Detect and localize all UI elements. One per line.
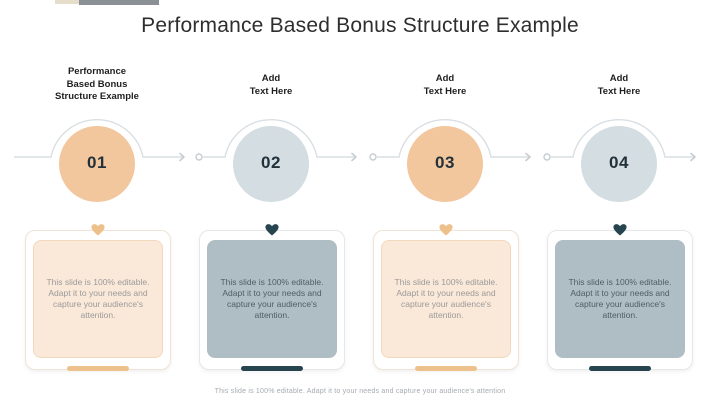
step-card-1: This slide is 100% editable. Adapt it to… <box>25 224 171 371</box>
step-heading-1[interactable]: Performance Based Bonus Structure Exampl… <box>42 66 152 104</box>
step-card-2-body[interactable]: This slide is 100% editable. Adapt it to… <box>220 277 324 320</box>
top-edge-artifact-gray <box>79 0 159 5</box>
step-card-2-accent-bar <box>241 366 303 371</box>
step-heading-4[interactable]: Add Text Here <box>579 73 659 98</box>
chevron-right-icon-4 <box>690 152 696 162</box>
step-number-3: 03 <box>435 153 455 172</box>
step-heading-3[interactable]: Add Text Here <box>405 73 485 98</box>
step-card-4: This slide is 100% editable. Adapt it to… <box>547 224 693 371</box>
step-heading-2[interactable]: Add Text Here <box>231 73 311 98</box>
heart-pointer-icon-2 <box>265 224 279 236</box>
dot-marker-icon-2 <box>195 153 203 161</box>
step-card-1-accent-bar <box>67 366 129 371</box>
step-circle-4 <box>581 126 657 202</box>
step-circle-3 <box>407 126 483 202</box>
step-number-2: 02 <box>261 153 281 172</box>
top-edge-artifact-beige <box>55 0 79 4</box>
step-card-4-accent-bar <box>589 366 651 371</box>
step-heading-3-line: Text Here <box>423 85 467 97</box>
heart-pointer-icon-3 <box>439 224 453 236</box>
dot-marker-icon-4 <box>543 153 551 161</box>
connector-line-2 <box>203 119 356 158</box>
step-card-4-body[interactable]: This slide is 100% editable. Adapt it to… <box>568 277 672 320</box>
step-heading-2-line: Text Here <box>249 85 293 97</box>
step-card-3-body[interactable]: This slide is 100% editable. Adapt it to… <box>394 277 498 320</box>
chevron-right-icon-3 <box>525 152 531 162</box>
step-card-4-panel: This slide is 100% editable. Adapt it to… <box>555 240 685 358</box>
step-number-4: 04 <box>609 153 629 172</box>
step-heading-1-line: Structure Example <box>55 91 139 102</box>
footer-caption: This slide is 100% editable. Adapt it to… <box>214 388 506 395</box>
step-card-3: This slide is 100% editable. Adapt it to… <box>373 224 519 371</box>
step-card-1-body[interactable]: This slide is 100% editable. Adapt it to… <box>46 277 150 320</box>
step-number-1: 01 <box>87 153 107 172</box>
step-heading-1-line: Performance <box>67 66 127 77</box>
connector-line-3 <box>377 119 530 158</box>
step-heading-1-line: Based Bonus <box>66 78 128 90</box>
heart-pointer-icon-1 <box>91 224 105 236</box>
dot-marker-icon-3 <box>369 153 377 161</box>
slide-title: Performance Based Bonus Structure Exampl… <box>141 14 579 37</box>
chevron-right-icon-2 <box>351 152 357 162</box>
step-heading-4-line: Add <box>609 73 629 84</box>
step-card-2: This slide is 100% editable. Adapt it to… <box>199 224 345 371</box>
step-heading-3-line: Add <box>435 73 455 84</box>
step-card-2-panel: This slide is 100% editable. Adapt it to… <box>207 240 337 358</box>
step-card-3-accent-bar <box>415 366 477 371</box>
chevron-right-icon-1 <box>179 152 185 162</box>
step-card-3-panel: This slide is 100% editable. Adapt it to… <box>381 240 511 358</box>
step-card-1-panel: This slide is 100% editable. Adapt it to… <box>33 240 163 358</box>
step-heading-2-line: Add <box>261 73 281 84</box>
step-circle-1 <box>59 126 135 202</box>
step-circle-2 <box>233 126 309 202</box>
connector-line-4 <box>551 119 695 158</box>
step-heading-4-line: Text Here <box>597 85 641 97</box>
connector-line-1 <box>14 119 184 158</box>
heart-pointer-icon-4 <box>613 224 627 236</box>
